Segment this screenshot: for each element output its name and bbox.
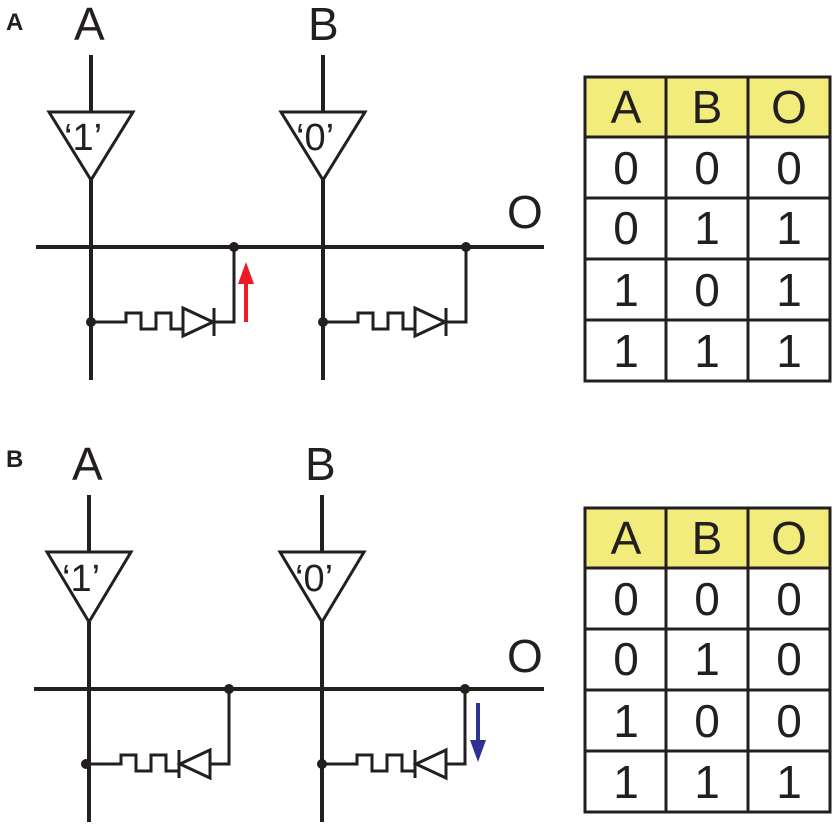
junction-dot: [224, 684, 234, 694]
panel-a-header-b: B: [692, 81, 723, 133]
diode-reverse: [412, 747, 448, 781]
junction-dot: [460, 684, 470, 694]
table-cell: 0: [776, 573, 802, 625]
panel-b-header-b: B: [692, 512, 723, 564]
table-cell: 1: [776, 202, 802, 254]
panel-b-buffer-a-label: ‘1’: [62, 558, 100, 600]
junction-dot: [81, 759, 91, 769]
panel-a-buffer-b: [278, 110, 368, 183]
junction-dot: [461, 242, 471, 252]
table-cell: 1: [613, 325, 639, 377]
panel-b-label: B: [6, 446, 23, 473]
table-cell: 0: [613, 633, 639, 685]
table-cell: 0: [694, 142, 720, 194]
panel-b-truth-table: A B O 0 0 0 0 1 0 1 0 0 1 1 1: [583, 506, 832, 814]
panel-a: A A ‘1’ B ‘0’ O: [6, 0, 832, 383]
table-cell: 0: [694, 695, 720, 747]
panel-a-buffer-a-label: ‘1’: [64, 117, 102, 159]
panel-a-diode-branch-1: [86, 242, 239, 339]
branch-wire: [214, 247, 236, 324]
table-cell: 0: [694, 264, 720, 316]
resistor: [322, 753, 416, 773]
panel-a-diode-branch-2: [318, 242, 471, 339]
table-cell: 1: [694, 325, 720, 377]
junction-dot: [229, 242, 239, 252]
panel-b-table-header-row: [585, 508, 830, 568]
panel-a-current-up-arrow-icon: [238, 262, 254, 322]
panel-a-input-b-label: B: [308, 0, 339, 50]
panel-a-output-label: O: [507, 186, 543, 238]
panel-b-input-a-label: A: [72, 438, 103, 490]
table-cell: 1: [694, 633, 720, 685]
panel-b-header-a: A: [611, 512, 642, 564]
table-cell: 0: [776, 633, 802, 685]
resistor: [91, 311, 183, 331]
panel-a-buffer-b-label: ‘0’: [296, 117, 334, 159]
panel-a-header-o: O: [771, 81, 807, 133]
table-cell: 1: [776, 756, 802, 808]
table-cell: 1: [613, 264, 639, 316]
panel-b-input-b-label: B: [305, 438, 336, 490]
resistor: [86, 753, 180, 773]
table-cell: 0: [776, 142, 802, 194]
table-cell: 1: [694, 756, 720, 808]
diode-forward: [413, 305, 449, 339]
panel-b-header-o: O: [771, 512, 807, 564]
table-cell: 1: [694, 202, 720, 254]
panel-b-diode-branch-2: [317, 684, 470, 781]
panel-b-current-down-arrow-icon: [470, 703, 486, 762]
table-cell: 0: [776, 695, 802, 747]
table-cell: 1: [776, 264, 802, 316]
table-cell: 1: [776, 325, 802, 377]
junction-dot: [86, 317, 96, 327]
panel-b-output-label: O: [507, 630, 543, 682]
table-cell: 1: [613, 695, 639, 747]
resistor: [323, 311, 415, 331]
branch-wire: [446, 689, 467, 766]
table-cell: 0: [613, 142, 639, 194]
panel-a-header-a: A: [611, 81, 642, 133]
junction-dot: [318, 317, 328, 327]
panel-a-input-a-label: A: [74, 0, 105, 50]
table-cell: 0: [613, 573, 639, 625]
panel-a-label: A: [6, 9, 23, 36]
diode-reverse: [176, 747, 212, 781]
panel-b-buffer-b: [277, 550, 367, 625]
panel-a-table-header-row: [585, 77, 830, 137]
panel-b-diode-branch-1: [81, 684, 234, 781]
branch-wire: [446, 247, 468, 324]
panel-b-buffer-b-label: ‘0’: [295, 558, 333, 600]
panel-b: B A ‘1’ B ‘0’ O: [6, 438, 832, 822]
diode-forward: [181, 305, 217, 339]
junction-dot: [317, 759, 327, 769]
branch-wire: [210, 689, 231, 766]
table-cell: 0: [613, 202, 639, 254]
panel-a-buffer-a: [46, 110, 136, 183]
table-cell: 0: [694, 573, 720, 625]
panel-a-truth-table: A B O 0 0 0 0 1 1 1 0 1 1 1 1: [583, 75, 832, 383]
panel-b-buffer-a: [44, 550, 134, 625]
table-cell: 1: [613, 756, 639, 808]
